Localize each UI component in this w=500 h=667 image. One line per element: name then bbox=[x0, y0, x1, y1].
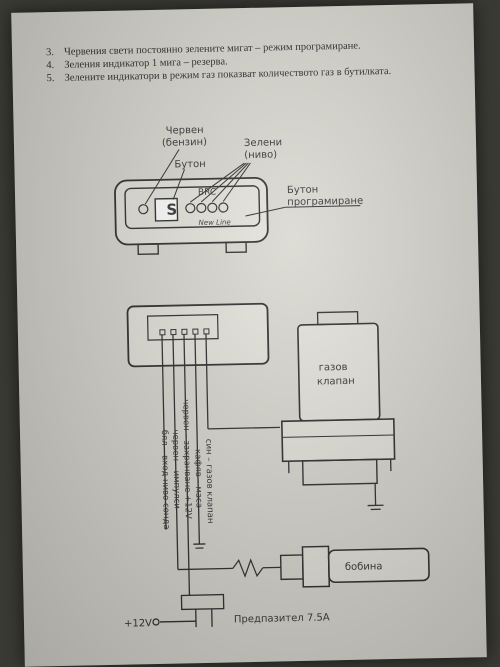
brand-label: BRC bbox=[198, 188, 216, 198]
gas-valve-label: газов bbox=[319, 362, 348, 374]
button-letter: S bbox=[166, 200, 177, 218]
fuse-label: Предпазител 7.5A bbox=[234, 612, 330, 625]
prog-button-label: Бутон bbox=[287, 185, 318, 197]
gas-valve-sublabel: клапан bbox=[317, 376, 355, 388]
wire-label-brown: кафяв – маса bbox=[192, 449, 203, 508]
red-led-sublabel: (бензин) bbox=[162, 137, 207, 149]
wire-label-blue: син – газов клапан bbox=[203, 439, 215, 524]
button-label: Бутон bbox=[174, 159, 205, 171]
green-led-sublabel: (ниво) bbox=[244, 149, 277, 161]
model-label: New Line bbox=[199, 218, 231, 227]
prog-button-sublabel: програмиране bbox=[287, 196, 363, 209]
wire-label-white: бял – вход ниво сонда bbox=[159, 430, 171, 530]
red-led-label: Червен bbox=[166, 125, 204, 137]
supply-label: +12V bbox=[124, 618, 152, 630]
wiring-diagram: S BRC New Line Червен (бензин) Зелени (н… bbox=[11, 3, 487, 667]
gas-valve-icon bbox=[280, 311, 396, 511]
fuse-icon bbox=[181, 595, 223, 610]
wire-label-red-pulse: червен – импулси bbox=[170, 429, 182, 508]
coil-label: бобина bbox=[345, 561, 383, 573]
green-led-label: Зелени bbox=[244, 137, 282, 149]
paper-sheet: 3.Червения свети постоянно зелените мига… bbox=[11, 3, 487, 667]
